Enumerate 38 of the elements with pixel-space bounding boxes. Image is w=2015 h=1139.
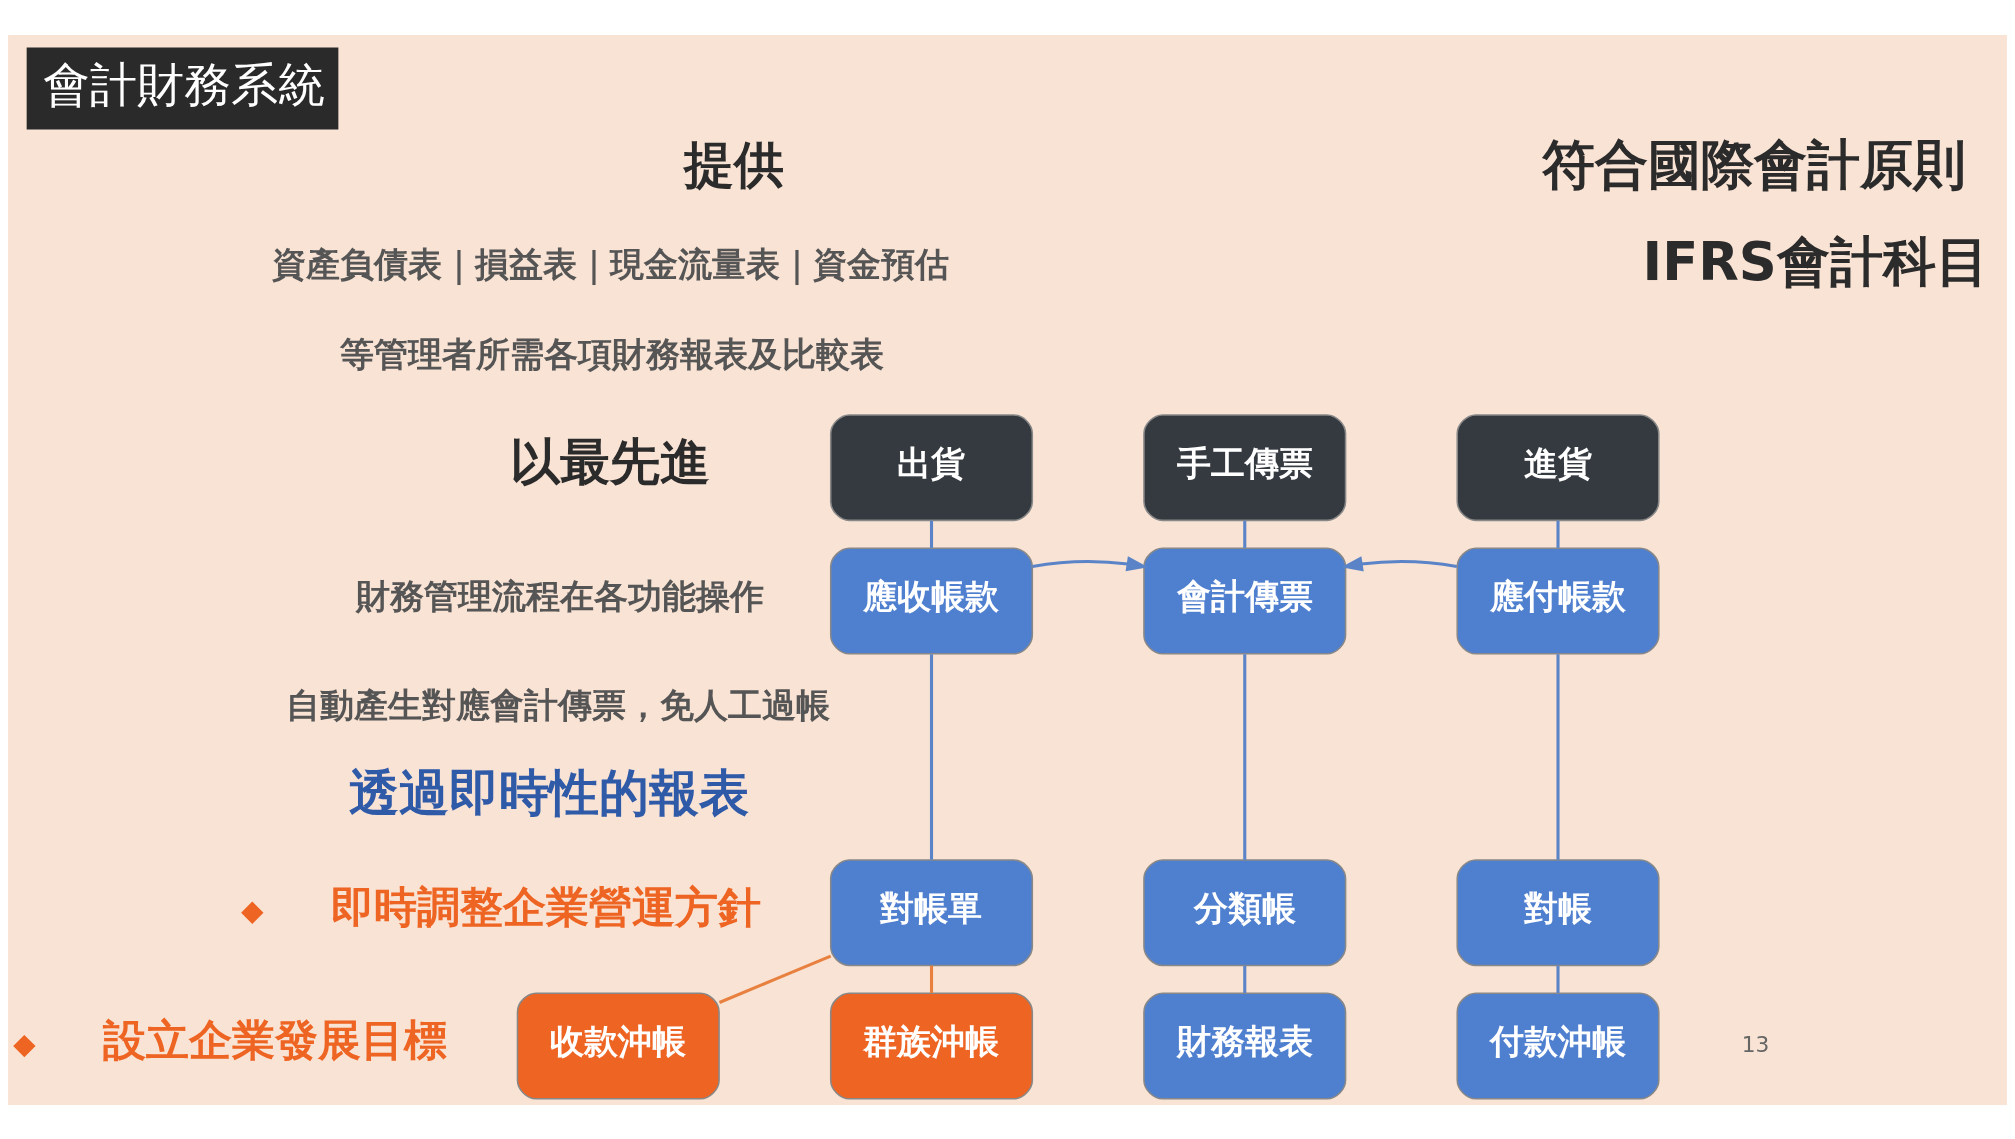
connector xyxy=(1243,965,1247,993)
node-box: 手工傳票 xyxy=(1143,413,1347,521)
label: 透過即時性的報表 xyxy=(349,763,750,822)
connector xyxy=(929,520,934,548)
node-box: 對帳單 xyxy=(829,858,1034,966)
label: 設立企業發展目標 xyxy=(102,1014,447,1065)
label: IFRS會計科目 xyxy=(1642,230,1989,292)
label: 等管理者所需各項財務報表及比較表 xyxy=(339,333,884,374)
connector xyxy=(1243,520,1247,548)
node-box: 付款沖帳 xyxy=(1456,992,1660,1100)
node-box: 進貨 xyxy=(1456,413,1660,521)
node-box: 財務報表 xyxy=(1143,992,1347,1100)
label: 符合國際會計原則 xyxy=(1541,133,1966,195)
diagram-title: 會計財務系統 xyxy=(42,57,325,112)
label: 即時調整企業營運方針 xyxy=(331,881,762,932)
connector xyxy=(718,954,832,1004)
node-box: 應付帳款 xyxy=(1456,547,1660,654)
connector xyxy=(1556,653,1560,860)
label: 資產負債表｜損益表｜現金流量表｜資金預估 xyxy=(272,243,950,284)
node-box: 分類帳 xyxy=(1143,858,1347,966)
label: 13 xyxy=(1741,1031,1770,1057)
node-box: 對帳 xyxy=(1456,858,1660,966)
connector xyxy=(1556,965,1560,993)
node-box: 收款沖帳 xyxy=(516,992,720,1100)
label: 自動產生對應會計傳票，免人工過帳 xyxy=(285,684,830,725)
label: 提供 xyxy=(684,135,785,194)
connector xyxy=(1243,653,1247,860)
arrow xyxy=(1032,555,1149,571)
node-box: 群族沖帳 xyxy=(829,992,1034,1100)
connector xyxy=(929,653,934,860)
label: 以最先進 xyxy=(509,432,710,491)
connector xyxy=(929,965,934,993)
label: 財務管理流程在各功能操作 xyxy=(356,575,765,616)
connector xyxy=(1556,520,1560,548)
arrow xyxy=(1341,555,1458,571)
node-box: 出貨 xyxy=(829,413,1034,521)
node-box: 會計傳票 xyxy=(1143,547,1347,654)
node-box: 應收帳款 xyxy=(829,547,1034,654)
